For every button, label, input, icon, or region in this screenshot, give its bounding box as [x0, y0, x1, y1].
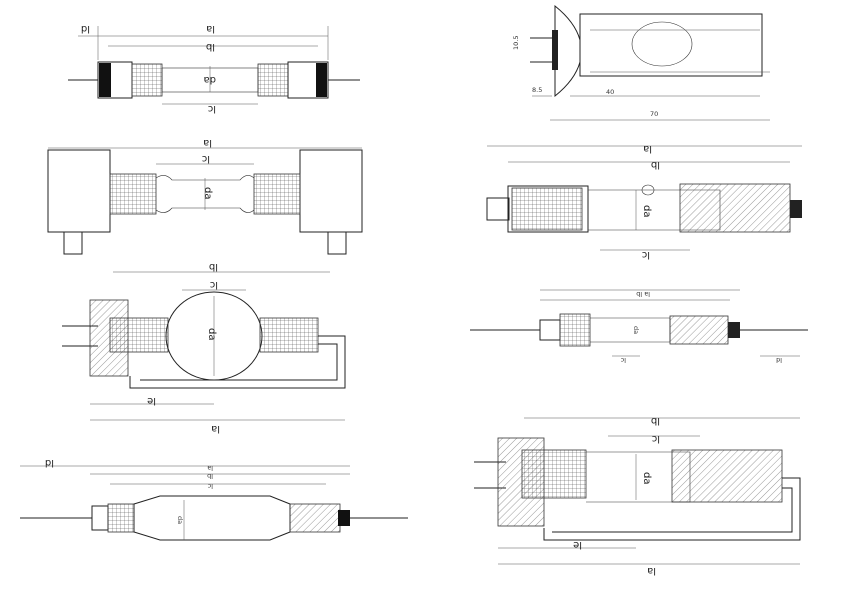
lamp-diagram-4: ld la lb lc da — [20, 457, 408, 541]
dim-label-la-6: la — [643, 143, 652, 154]
dim-label-le-3: le — [147, 395, 156, 406]
dim-label-lc-6: lc — [642, 249, 650, 260]
dim-label-ld-7: ld — [776, 356, 782, 364]
lamp-diagram-1: la lb ld da lc — [68, 23, 360, 114]
dim-label-lc-8: lc — [652, 433, 660, 444]
dim-label-lc-4: lc — [207, 482, 213, 490]
dim-text-8-5: 8.5 — [532, 86, 542, 94]
dim-label-la-4: la — [207, 464, 213, 472]
dim-label-da-7: da — [632, 326, 640, 334]
dim-label-da-8: da — [641, 472, 652, 484]
dim-label-da-6: da — [641, 205, 652, 217]
dim-label-lb: lb — [206, 41, 215, 52]
dim-label-lc-2: lc — [202, 153, 210, 164]
lamp-diagram-2: la lc da — [47, 137, 363, 255]
dim-label-lb-8: lb — [651, 415, 660, 426]
dim-label-da-2: da — [202, 187, 213, 199]
dim-label-da: da — [204, 74, 216, 85]
dim-label-ld-4: ld — [45, 457, 54, 468]
dim-label-le-8: le — [573, 539, 582, 550]
lamp-diagram-3: lb lc da le la — [62, 261, 346, 434]
dim-label-lb-3: lb — [209, 261, 218, 272]
dim-label-lc: lc — [208, 103, 216, 114]
dim-text-70: 70 — [650, 110, 658, 118]
lamp-diagram-5: 10.5 8.5 40 70 — [512, 4, 770, 121]
dim-label-lb-6: lb — [651, 159, 660, 170]
dim-label-la-3: la — [211, 423, 220, 434]
dim-text-10-5: 10.5 — [512, 36, 520, 50]
dim-label-la-2: la — [203, 137, 212, 148]
lamp-diagram-6: la lb da lc — [486, 143, 802, 260]
lamp-diagram-8: lb lc da le la — [474, 415, 801, 576]
dim-label-lc-3: lc — [210, 279, 218, 290]
dim-label-lc-7: lc — [620, 356, 626, 364]
dim-label-lalb-7: la lb — [636, 290, 650, 298]
dim-label-ld: ld — [81, 23, 90, 34]
dim-label-lb-4: lb — [207, 472, 213, 480]
dim-label-la: la — [206, 23, 215, 34]
dim-label-da-3: da — [206, 328, 217, 340]
dim-label-la-8: la — [647, 565, 656, 576]
lamp-diagram-7: la lb da lc ld — [470, 289, 808, 364]
dim-text-40: 40 — [606, 88, 614, 96]
dim-label-da-4: da — [176, 516, 184, 524]
